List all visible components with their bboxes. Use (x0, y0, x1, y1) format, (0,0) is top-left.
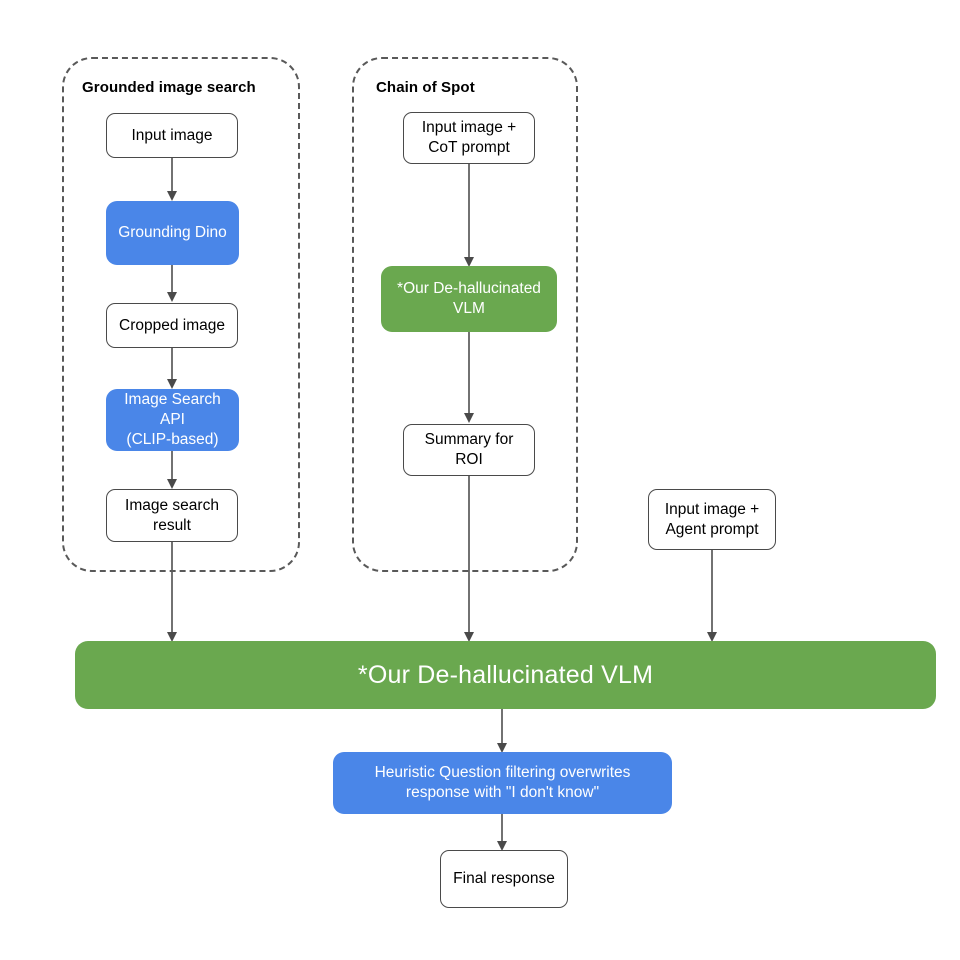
node-dehallucinated-vlm-main[interactable]: *Our De-hallucinated VLM (75, 641, 936, 709)
node-final-response[interactable]: Final response (440, 850, 568, 908)
group-chain-of-spot-label: Chain of Spot (376, 79, 475, 96)
node-dehallucinated-vlm-small[interactable]: *Our De-hallucinated VLM (381, 266, 557, 332)
edge-image-search-api-to-image-search-result (167, 451, 177, 489)
group-grounded-image-search-label: Grounded image search (82, 79, 256, 96)
edge-input-image-cot-to-dehallucinated-vlm-small (464, 164, 474, 267)
node-input-image-agent-prompt[interactable]: Input image + Agent prompt (648, 489, 776, 550)
node-image-search-api[interactable]: Image Search API (CLIP-based) (106, 389, 239, 451)
edge-input-image-agent-to-dehallucinated-vlm (707, 550, 717, 642)
node-input-image[interactable]: Input image (106, 113, 238, 158)
node-cropped-image[interactable]: Cropped image (106, 303, 238, 348)
node-grounding-dino[interactable]: Grounding Dino (106, 201, 239, 265)
group-grounded-image-search (62, 57, 300, 572)
group-chain-of-spot (352, 57, 578, 572)
node-summary-for-roi[interactable]: Summary for ROI (403, 424, 535, 476)
edge-image-search-result-to-dehallucinated-vlm (167, 542, 177, 642)
node-input-image-cot-prompt[interactable]: Input image + CoT prompt (403, 112, 535, 164)
edge-heuristic-filter-to-final-response (497, 814, 507, 851)
edge-input-image-to-grounding-dino (167, 158, 177, 201)
edge-summary-for-roi-to-dehallucinated-vlm (464, 476, 474, 642)
edge-dehallucinated-vlm-small-to-summary-for-roi (464, 332, 474, 423)
edge-grounding-dino-to-cropped-image (167, 265, 177, 302)
node-heuristic-question-filter[interactable]: Heuristic Question filtering overwrites … (333, 752, 672, 814)
node-image-search-result[interactable]: Image search result (106, 489, 238, 542)
edge-cropped-image-to-image-search-api (167, 348, 177, 389)
edge-dehallucinated-vlm-to-heuristic-filter (497, 709, 507, 753)
